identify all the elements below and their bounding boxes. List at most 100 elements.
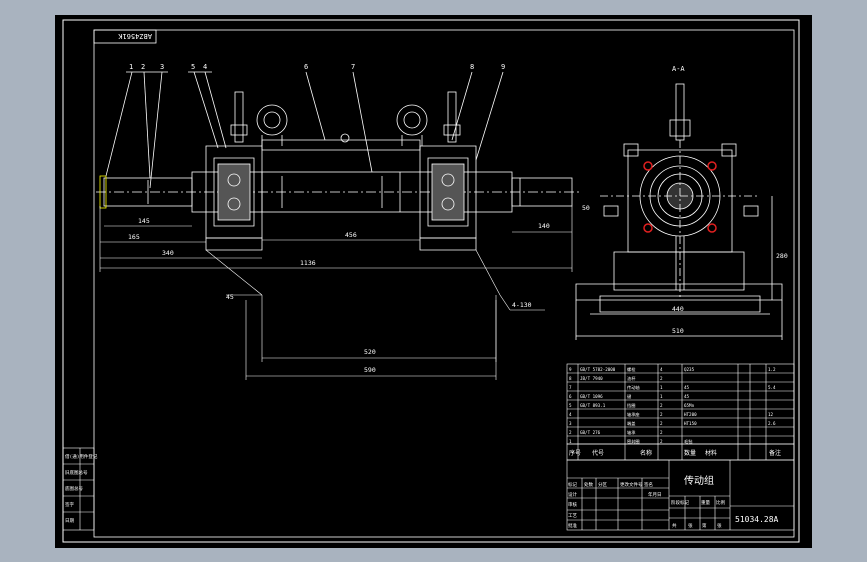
sign-label: 批准	[568, 522, 577, 529]
dim-label: 165	[128, 233, 140, 241]
bom-cell: 9	[569, 367, 572, 372]
sign-cell: 张	[717, 522, 722, 529]
bom-col-header: 代号	[592, 449, 604, 457]
bearing-block	[627, 149, 733, 253]
sign-labels: 标记 设计 审核 工艺 批准 处数 分区 更改文件号 签名 年月日 阶段标记 重…	[568, 481, 725, 529]
dim-label: 4-130	[512, 301, 532, 309]
bom-col-header: 名称	[640, 449, 652, 457]
bom-cell: 螺栓	[627, 366, 636, 373]
sign-cell: 更改文件号	[620, 481, 643, 488]
bom-cell: 键	[627, 393, 632, 400]
side-holes	[643, 161, 717, 233]
bolt-hole	[643, 161, 653, 171]
bom-cell: 12	[768, 412, 774, 417]
dim-label: 340	[162, 249, 174, 257]
bom-cell: GB/T 5782-2000	[580, 367, 616, 372]
bolt-right	[447, 91, 457, 143]
drawing-number: 51034.28A	[735, 515, 779, 524]
bom-cell: 轴承座	[627, 411, 640, 418]
revision-label: 借(通)用件登记	[65, 453, 98, 460]
revision-label: 签字	[65, 501, 74, 508]
left-revision-block	[62, 447, 95, 531]
title-block	[566, 363, 795, 531]
bom-cell: HT200	[684, 412, 697, 417]
bom-cell: 2	[660, 403, 663, 408]
bom-cell: 挡圈	[627, 402, 635, 409]
bom-cell: 毛毡	[684, 438, 693, 444]
lifting-eye-right	[396, 104, 428, 136]
bolt-hole	[707, 223, 717, 233]
guard-cover	[261, 139, 421, 151]
dim-label: 1136	[300, 259, 316, 267]
bom-col-header: 材料	[705, 449, 717, 457]
part-number: 5	[191, 63, 195, 71]
sign-label: 设计	[568, 491, 577, 498]
dim-label: 140	[538, 222, 550, 230]
dim-label: 440	[672, 305, 684, 313]
bom-cell: 1.2	[768, 367, 776, 372]
sign-cell: 第	[702, 522, 707, 529]
grease-cup	[340, 133, 350, 143]
dim-label: 50	[582, 204, 590, 212]
dim-label: 590	[364, 366, 376, 374]
top-bolt	[675, 83, 685, 141]
part-number: 2	[141, 63, 145, 71]
right-shaft-end	[511, 177, 573, 207]
part-number: 9	[501, 63, 505, 71]
drawing-sheet	[55, 15, 812, 548]
bom-cell: 3	[569, 421, 572, 426]
bom-cell: GB/T 1096	[580, 394, 603, 399]
bom-cell: 4	[569, 412, 572, 417]
part-number: 4	[203, 63, 207, 71]
inner-border	[62, 19, 800, 543]
front-view-dimensions	[99, 206, 573, 380]
revision-label: 旧底图总号	[65, 469, 88, 476]
bom-cell: 8	[569, 376, 572, 381]
revision-label: 日期	[65, 518, 74, 524]
bom-cell: 2.6	[768, 421, 776, 426]
bom-cell: 1	[660, 394, 663, 399]
part-number: 8	[470, 63, 474, 71]
bom-col-header: 备注	[769, 449, 781, 457]
bom-cell: 5.4	[768, 385, 776, 390]
code-box	[93, 29, 157, 44]
sign-cell: 重量	[701, 499, 710, 506]
bom-cell: 2	[660, 412, 663, 417]
sign-cell: 年月日	[648, 491, 662, 498]
bom-cell: 密封圈	[627, 438, 640, 445]
part-number-labels: 1 2 3 5 4 6 7 8 9	[129, 63, 505, 71]
bom-cell: 45	[684, 385, 690, 390]
drawing-title: 传动组	[684, 474, 714, 487]
bom-cell: 传动轴	[627, 384, 640, 391]
bom-cell: 油杯	[627, 375, 636, 382]
bom-cell: 1	[660, 385, 663, 390]
sign-label: 标记	[568, 481, 577, 488]
bom-col-header: 序号	[569, 449, 581, 457]
bom-cell: JB/T 7940	[580, 376, 603, 381]
revision-label: 底图总号	[65, 485, 83, 492]
side-view-dim-labels: 440 510 280 50	[582, 204, 788, 335]
code-box-text: ABZ4561K	[117, 32, 152, 40]
bom-cell: 45	[684, 394, 690, 399]
bolt-hole	[707, 161, 717, 171]
sign-cell: 比例	[716, 499, 725, 506]
dim-label: 456	[345, 231, 357, 239]
bom-cell: 端盖	[627, 420, 635, 427]
bom-cell: GB/T 893.1	[580, 403, 606, 408]
bom-cell: 5	[569, 403, 572, 408]
bom-cell: 2	[569, 430, 572, 435]
bom-col-header: 数量	[684, 449, 696, 457]
sign-label: 工艺	[568, 513, 577, 519]
part-number: 7	[351, 63, 355, 71]
sign-cell: 张	[688, 522, 693, 529]
part-number: 1	[129, 63, 133, 71]
bom-cell: HT150	[684, 421, 697, 426]
dim-label: 510	[672, 327, 684, 335]
bom-cell: GB/T 276	[580, 430, 601, 435]
lifting-eye-left	[256, 104, 288, 136]
bom-cell: 2	[660, 430, 663, 435]
dim-label: 45	[226, 293, 234, 301]
dim-label: 145	[138, 217, 150, 225]
